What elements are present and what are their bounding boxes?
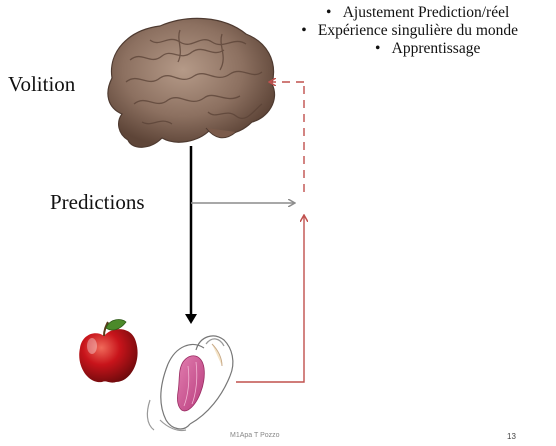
- footer-author: M1Apa T Pozzo: [230, 432, 280, 439]
- arm-icon: [147, 336, 233, 431]
- brain-icon: [108, 18, 275, 147]
- feedback-dashed-arrow: [270, 82, 304, 192]
- sensory-feedback-arrow: [236, 216, 304, 382]
- apple-icon: [79, 320, 137, 383]
- page-number: 13: [507, 432, 516, 441]
